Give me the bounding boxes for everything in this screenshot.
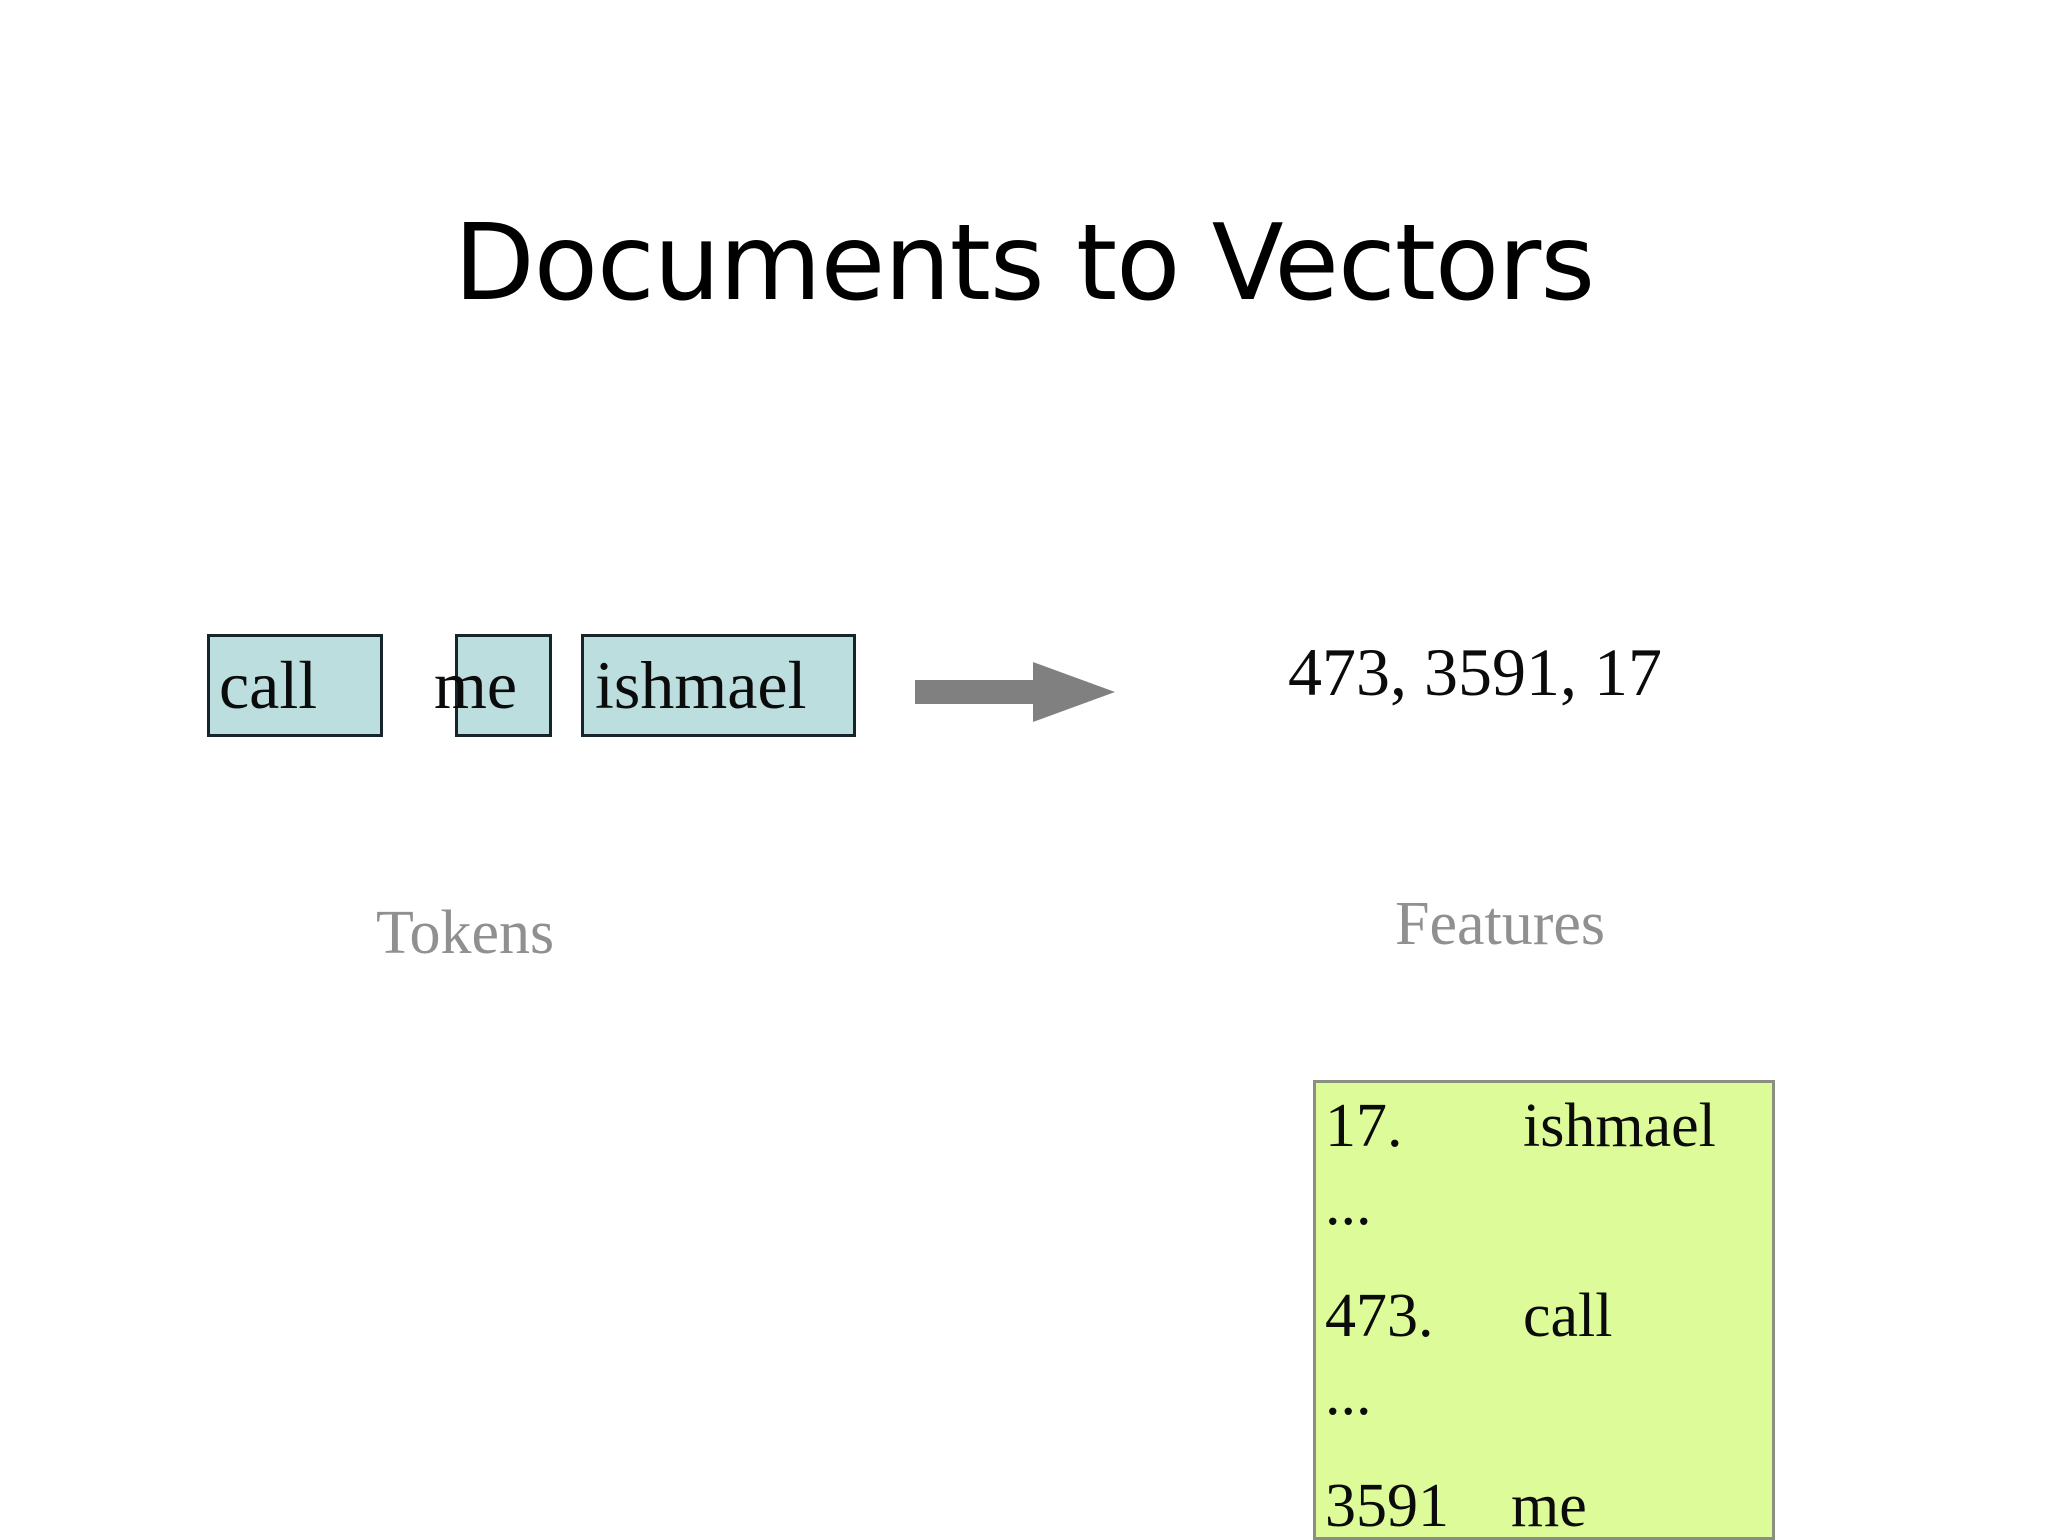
token-box-me xyxy=(455,634,552,737)
right-arrow-icon xyxy=(915,662,1115,722)
vocab-id: 473. xyxy=(1325,1282,1434,1350)
vocab-row: 17. ishmael xyxy=(1316,1083,1772,1174)
vocab-row-ellipsis: ... xyxy=(1316,1170,1772,1269)
token-label-ishmael: ishmael xyxy=(595,647,807,723)
vocab-id: 3591 xyxy=(1325,1472,1449,1540)
vocab-row-ellipsis: ... xyxy=(1316,1360,1772,1459)
vocab-word: me xyxy=(1511,1472,1587,1540)
token-label-call: call xyxy=(219,647,318,723)
token-box-ishmael xyxy=(581,634,856,737)
vocab-word: call xyxy=(1523,1282,1613,1350)
vocab-id: 17. xyxy=(1325,1092,1403,1160)
features-caption: Features xyxy=(1395,890,1606,958)
token-box-call xyxy=(207,634,383,737)
page-title: Documents to Vectors xyxy=(453,202,1595,324)
tokens-caption: Tokens xyxy=(376,899,555,967)
feature-vector-values: 473, 3591, 17 xyxy=(1288,634,1662,710)
vocab-word: ishmael xyxy=(1523,1092,1716,1160)
vocabulary-box: 17. ishmael ... 473. call ... 3591 me xyxy=(1313,1080,1775,1540)
vocab-row: 473. call xyxy=(1316,1269,1772,1364)
vocab-row: 3591 me xyxy=(1316,1459,1772,1540)
vocab-id: ... xyxy=(1325,1170,1372,1238)
token-label-me: me xyxy=(434,647,518,723)
vocab-id: ... xyxy=(1325,1360,1372,1428)
